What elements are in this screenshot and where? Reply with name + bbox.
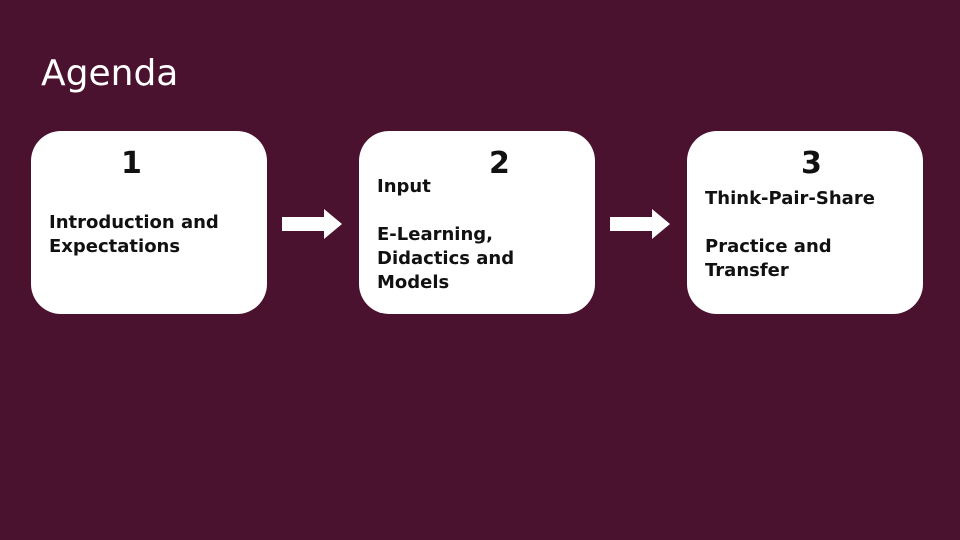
step-line: E-Learning, (377, 224, 493, 245)
step-description: Think-Pair-Share Practice and Transfer (705, 187, 915, 283)
arrow-right-icon (610, 209, 670, 239)
step-line: Practice and (705, 236, 832, 257)
agenda-step-2: 2 Input E-Learning, Didactics and Models (359, 131, 595, 314)
step-number: 3 (801, 146, 822, 181)
step-description: Input E-Learning, Didactics and Models (377, 175, 587, 295)
step-line: Models (377, 272, 450, 293)
step-number: 2 (489, 146, 510, 181)
arrow-right-icon (282, 209, 342, 239)
slide-title: Agenda (41, 53, 179, 94)
agenda-step-1: 1 Introduction and Expectations (31, 131, 267, 314)
step-line: Expectations (49, 236, 181, 257)
step-line: Transfer (705, 260, 789, 281)
step-line: Introduction and (49, 212, 219, 233)
agenda-step-3: 3 Think-Pair-Share Practice and Transfer (687, 131, 923, 314)
step-heading: Think-Pair-Share (705, 188, 875, 209)
step-description: Introduction and Expectations (49, 211, 259, 259)
step-line: Didactics and (377, 248, 515, 269)
step-heading: Input (377, 176, 431, 197)
step-number: 1 (121, 146, 142, 181)
